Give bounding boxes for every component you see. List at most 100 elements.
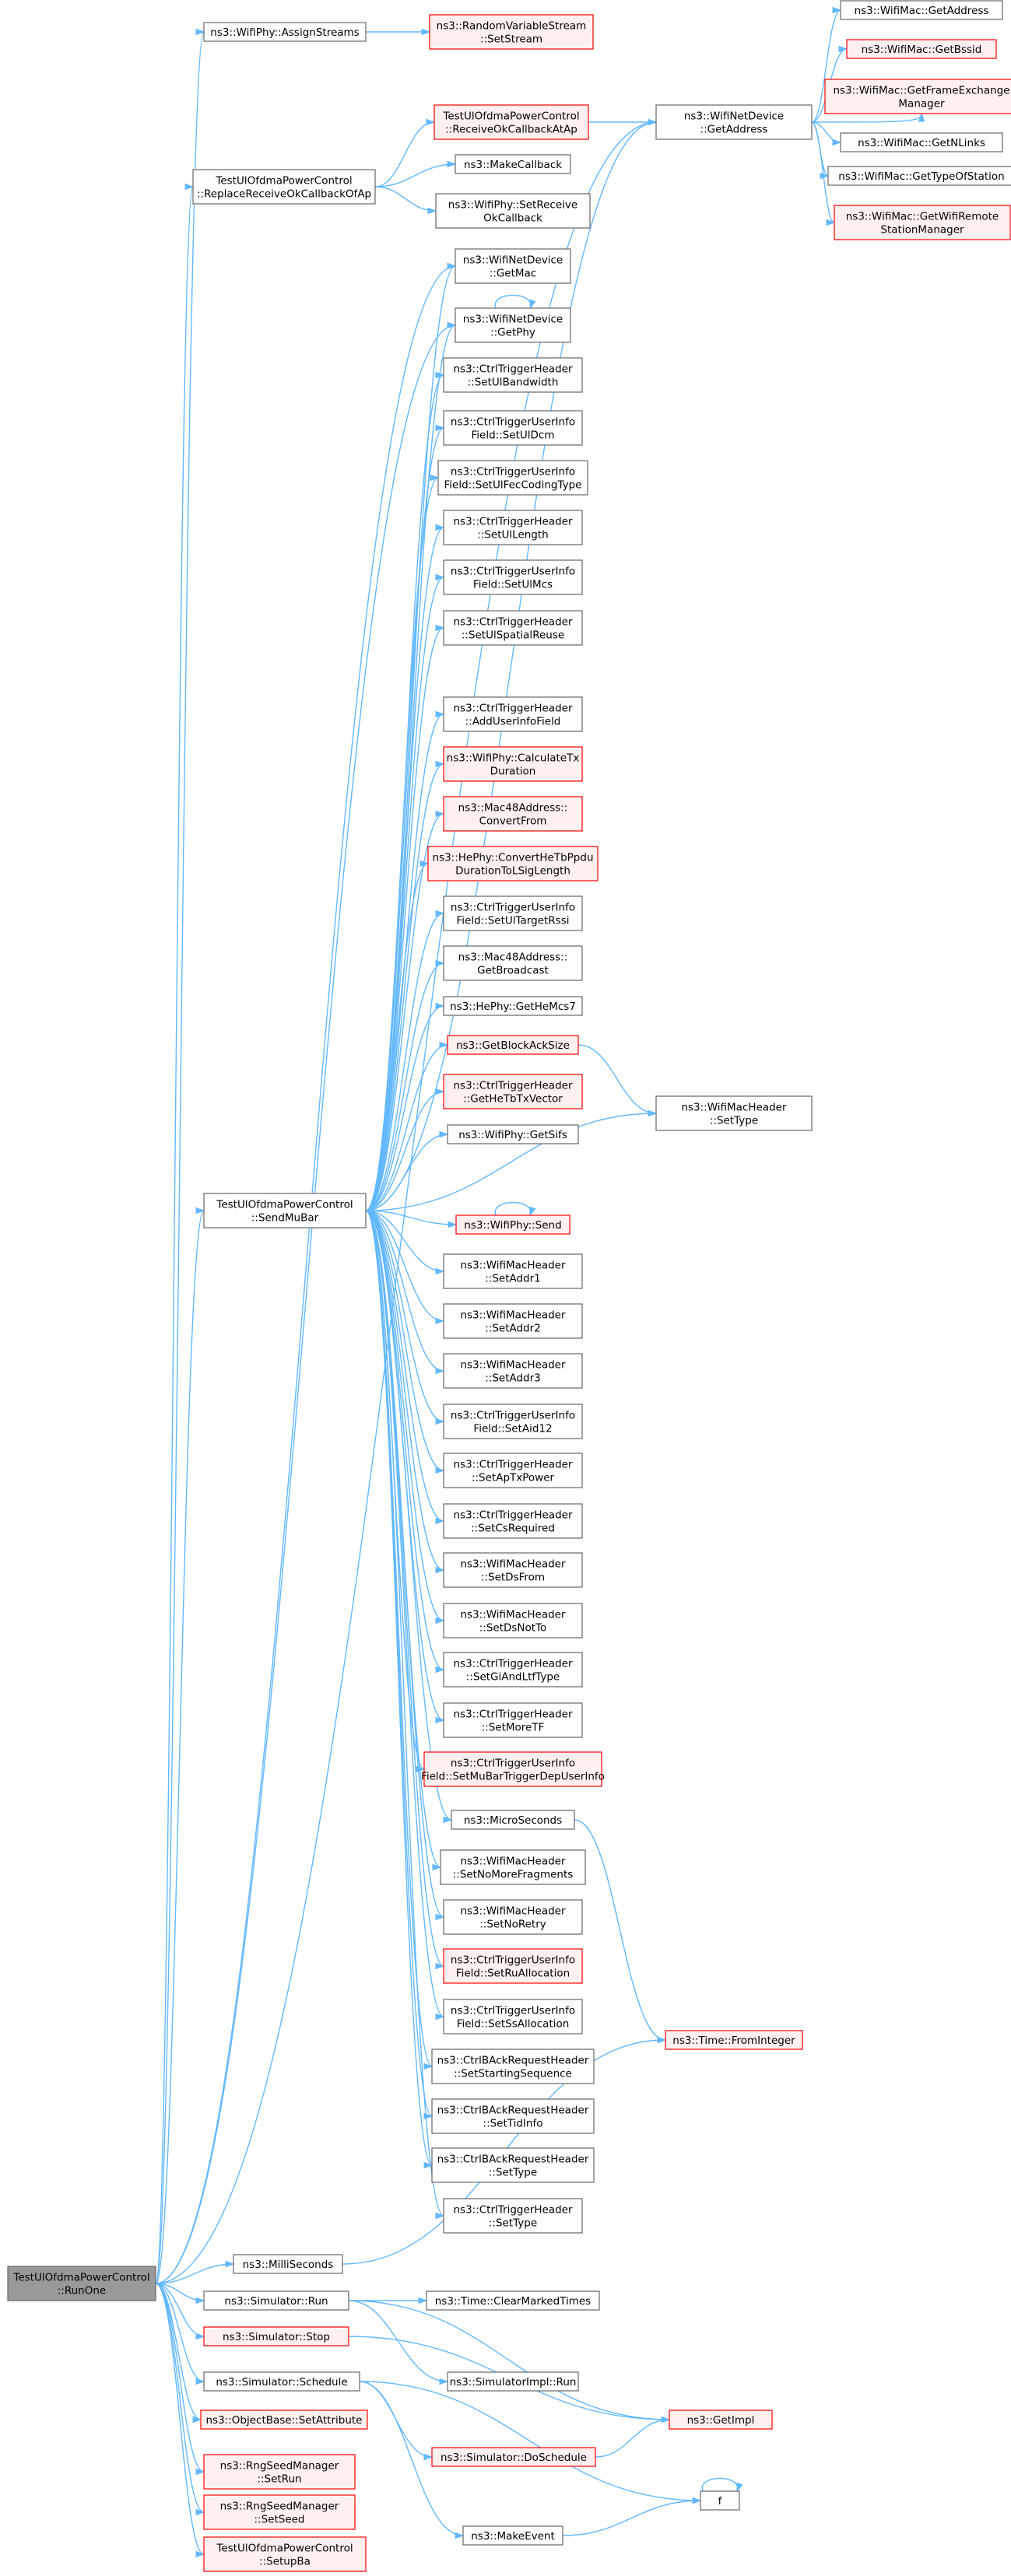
- node-n_microsec[interactable]: ns3::MicroSeconds: [451, 1810, 575, 1830]
- node-n_setaptx[interactable]: ns3::CtrlTriggerHeader::SetApTxPower: [443, 1453, 583, 1488]
- node-box-n_calctx: [443, 746, 583, 782]
- node-n_setmoretf[interactable]: ns3::CtrlTriggerHeader::SetMoreTF: [443, 1702, 583, 1738]
- node-n_getsifs[interactable]: ns3::WifiPhy::GetSifs: [447, 1124, 579, 1144]
- node-n_settrigtype[interactable]: ns3::CtrlTriggerHeader::SetType: [443, 2198, 583, 2234]
- edge-sendmubar-to-n_gethemcs7-arrowhead: [435, 1002, 445, 1010]
- node-n_setulfec[interactable]: ns3::CtrlTriggerUserInfoField::SetUlFecC…: [437, 460, 588, 496]
- node-setstream[interactable]: ns3::RandomVariableStream::SetStream: [429, 14, 594, 50]
- node-n_setmubar[interactable]: ns3::CtrlTriggerUserInfoField::SetMuBarT…: [421, 1751, 605, 1787]
- node-n_setcsreq[interactable]: ns3::CtrlTriggerHeader::SetCsRequired: [443, 1503, 583, 1539]
- node-recvcb[interactable]: TestUlOfdmaPowerControl::ReceiveOkCallba…: [434, 104, 589, 140]
- node-n_getbas[interactable]: ns3::GetBlockAckSize: [447, 1035, 579, 1055]
- node-n_setulbw[interactable]: ns3::CtrlTriggerHeader::SetUlBandwidth: [443, 357, 583, 393]
- node-replace[interactable]: TestUlOfdmaPowerControl::ReplaceReceiveO…: [192, 169, 376, 205]
- node-n_setbartype[interactable]: ns3::CtrlBAckRequestHeader::SetType: [431, 2147, 595, 2183]
- node-millisec[interactable]: ns3::MilliSeconds: [233, 2254, 343, 2274]
- edge-sendmubar-to-n_adduif-arrowhead: [435, 710, 445, 718]
- node-mac_gettype[interactable]: ns3::WifiMac::GetTypeOfStation: [827, 166, 1011, 186]
- edge-simschedule-to-makeevent-arrowhead: [455, 2532, 465, 2539]
- node-box-n_setdsnotto: [443, 1603, 583, 1638]
- node-setseed[interactable]: ns3::RngSeedManager::SetSeed: [203, 2494, 356, 2530]
- node-n_adduif[interactable]: ns3::CtrlTriggerHeader::AddUserInfoField: [443, 696, 583, 732]
- node-setattr[interactable]: ns3::ObjectBase::SetAttribute: [200, 2410, 368, 2430]
- node-n_getbcast[interactable]: ns3::Mac48Address::GetBroadcast: [443, 945, 583, 981]
- node-n_setstartseq[interactable]: ns3::CtrlBAckRequestHeader::SetStartingS…: [431, 2049, 595, 2084]
- node-box-assignstreams: [203, 22, 367, 42]
- node-clearmarked[interactable]: ns3::Time::ClearMarkedTimes: [426, 2290, 600, 2311]
- node-setupba[interactable]: TestUlOfdmaPowerControl::SetupBa: [203, 2536, 367, 2572]
- node-n_setssalloc[interactable]: ns3::CtrlTriggerUserInfoField::SetSsAllo…: [443, 1999, 583, 2035]
- node-label-n_setmoretf-0: ns3::CtrlTriggerHeader: [453, 1709, 572, 1721]
- node-n_setulsr[interactable]: ns3::CtrlTriggerHeader::SetUlSpatialReus…: [443, 610, 583, 646]
- node-n_setaddr2[interactable]: ns3::WifiMacHeader::SetAddr2: [443, 1303, 583, 1339]
- node-simrun[interactable]: ns3::Simulator::Run: [203, 2290, 349, 2311]
- node-n_convhe[interactable]: ns3::HePhy::ConvertHeTbPpduDurationToLSi…: [427, 846, 599, 881]
- node-n_setnomf[interactable]: ns3::WifiMacHeader::SetNoMoreFragments: [440, 1849, 586, 1885]
- node-n_gethemcs7[interactable]: ns3::HePhy::GetHeMcs7: [443, 996, 583, 1016]
- node-label-replace-1: ::ReplaceReceiveOkCallbackOfAp: [197, 188, 371, 201]
- node-label-n_getbcast-0: ns3::Mac48Address::: [458, 952, 568, 964]
- node-simimplrun[interactable]: ns3::SimulatorImpl::Run: [447, 2371, 579, 2392]
- node-getphy[interactable]: ns3::WifiNetDevice::GetPhy: [455, 307, 571, 343]
- node-n_setdsfrom[interactable]: ns3::WifiMacHeader::SetDsFrom: [443, 1552, 583, 1588]
- node-frominteger[interactable]: ns3::Time::FromInteger: [665, 2030, 803, 2050]
- node-label-n_setbartype-0: ns3::CtrlBAckRequestHeader: [437, 2154, 589, 2166]
- node-n_setullen[interactable]: ns3::CtrlTriggerHeader::SetUlLength: [443, 510, 583, 545]
- node-box-n_getbas: [447, 1035, 579, 1055]
- node-simstop[interactable]: ns3::Simulator::Stop: [203, 2326, 349, 2346]
- node-assignstreams[interactable]: ns3::WifiPhy::AssignStreams: [203, 22, 367, 42]
- node-n_settidinfo[interactable]: ns3::CtrlBAckRequestHeader::SetTidInfo: [431, 2098, 595, 2134]
- edge-simschedule-to-f: [359, 2381, 701, 2501]
- node-runone[interactable]: TestUlOfdmaPowerControl::RunOne: [7, 2266, 156, 2301]
- node-n_send[interactable]: ns3::WifiPhy::Send: [455, 1214, 570, 1235]
- node-f[interactable]: f: [700, 2490, 740, 2511]
- node-box-n_setulbw: [443, 357, 583, 393]
- node-box-setreceive: [435, 193, 591, 229]
- node-n_setaddr1[interactable]: ns3::WifiMacHeader::SetAddr1: [443, 1253, 583, 1289]
- node-setrun[interactable]: ns3::RngSeedManager::SetRun: [203, 2454, 356, 2490]
- node-n_setdsnotto[interactable]: ns3::WifiMacHeader::SetDsNotTo: [443, 1603, 583, 1638]
- node-n_setrualloc[interactable]: ns3::CtrlTriggerUserInfoField::SetRuAllo…: [443, 1948, 583, 1984]
- node-box-n_gethetb: [443, 1074, 583, 1109]
- node-label-n_settrigtype-1: ::SetType: [489, 2217, 537, 2230]
- node-doschedule[interactable]: ns3::Simulator::DoSchedule: [431, 2447, 596, 2467]
- node-n_setnoretry[interactable]: ns3::WifiMacHeader::SetNoRetry: [443, 1899, 583, 1935]
- edge-doschedule-to-getimpl: [595, 2419, 670, 2458]
- node-label-setseed-1: ::SetSeed: [254, 2514, 304, 2526]
- node-label-n_setaptx-1: ::SetApTxPower: [472, 1472, 555, 1484]
- node-mac_getbssid[interactable]: ns3::WifiMac::GetBssid: [846, 39, 997, 59]
- node-getaddress[interactable]: ns3::WifiNetDevice::GetAddress: [655, 104, 813, 140]
- node-wmh_settype[interactable]: ns3::WifiMacHeader::SetType: [655, 1095, 813, 1131]
- node-n_setultr[interactable]: ns3::CtrlTriggerUserInfoField::SetUlTarg…: [443, 895, 583, 931]
- node-label-n_setrualloc-1: Field::SetRuAllocation: [456, 1968, 570, 1980]
- node-mac_getrsm[interactable]: ns3::WifiMac::GetWifiRemoteStationManage…: [834, 205, 1011, 240]
- edge-simrun-to-getimpl: [348, 2300, 670, 2420]
- node-n_convfrom[interactable]: ns3::Mac48Address::ConvertFrom: [443, 796, 583, 832]
- edge-getaddress-to-mac_getaddress-arrowhead: [832, 6, 842, 14]
- edge-simschedule-to-makeevent: [359, 2381, 464, 2536]
- node-getmac[interactable]: ns3::WifiNetDevice::GetMac: [455, 248, 571, 284]
- node-sendmubar[interactable]: TestUlOfdmaPowerControl::SendMuBar: [203, 1193, 367, 1228]
- node-getimpl[interactable]: ns3::GetImpl: [669, 2410, 773, 2430]
- node-label-mac_getnlinks-0: ns3::WifiMac::GetNLinks: [858, 137, 985, 149]
- node-n_gethetb[interactable]: ns3::CtrlTriggerHeader::GetHeTbTxVector: [443, 1074, 583, 1109]
- edge-sendmubar-to-n_setullen: [365, 527, 444, 1211]
- edge-sendmubar-to-n_microsec-arrowhead: [443, 1816, 453, 1824]
- node-label-n_gethemcs7-0: ns3::HePhy::GetHeMcs7: [450, 1001, 576, 1013]
- node-label-mac_getbssid-0: ns3::WifiMac::GetBssid: [862, 44, 982, 56]
- node-makecallback[interactable]: ns3::MakeCallback: [455, 154, 571, 174]
- node-mac_getnlinks[interactable]: ns3::WifiMac::GetNLinks: [840, 132, 1003, 152]
- node-makeevent[interactable]: ns3::MakeEvent: [462, 2525, 563, 2546]
- node-n_setaddr3[interactable]: ns3::WifiMacHeader::SetAddr3: [443, 1353, 583, 1389]
- node-mac_getaddress[interactable]: ns3::WifiMac::GetAddress: [840, 0, 1003, 20]
- node-box-f: [700, 2490, 740, 2511]
- node-n_setgiltf[interactable]: ns3::CtrlTriggerHeader::SetGiAndLtfType: [443, 1652, 583, 1688]
- edge-runone-to-setupba: [155, 2283, 205, 2555]
- node-simschedule[interactable]: ns3::Simulator::Schedule: [203, 2371, 360, 2392]
